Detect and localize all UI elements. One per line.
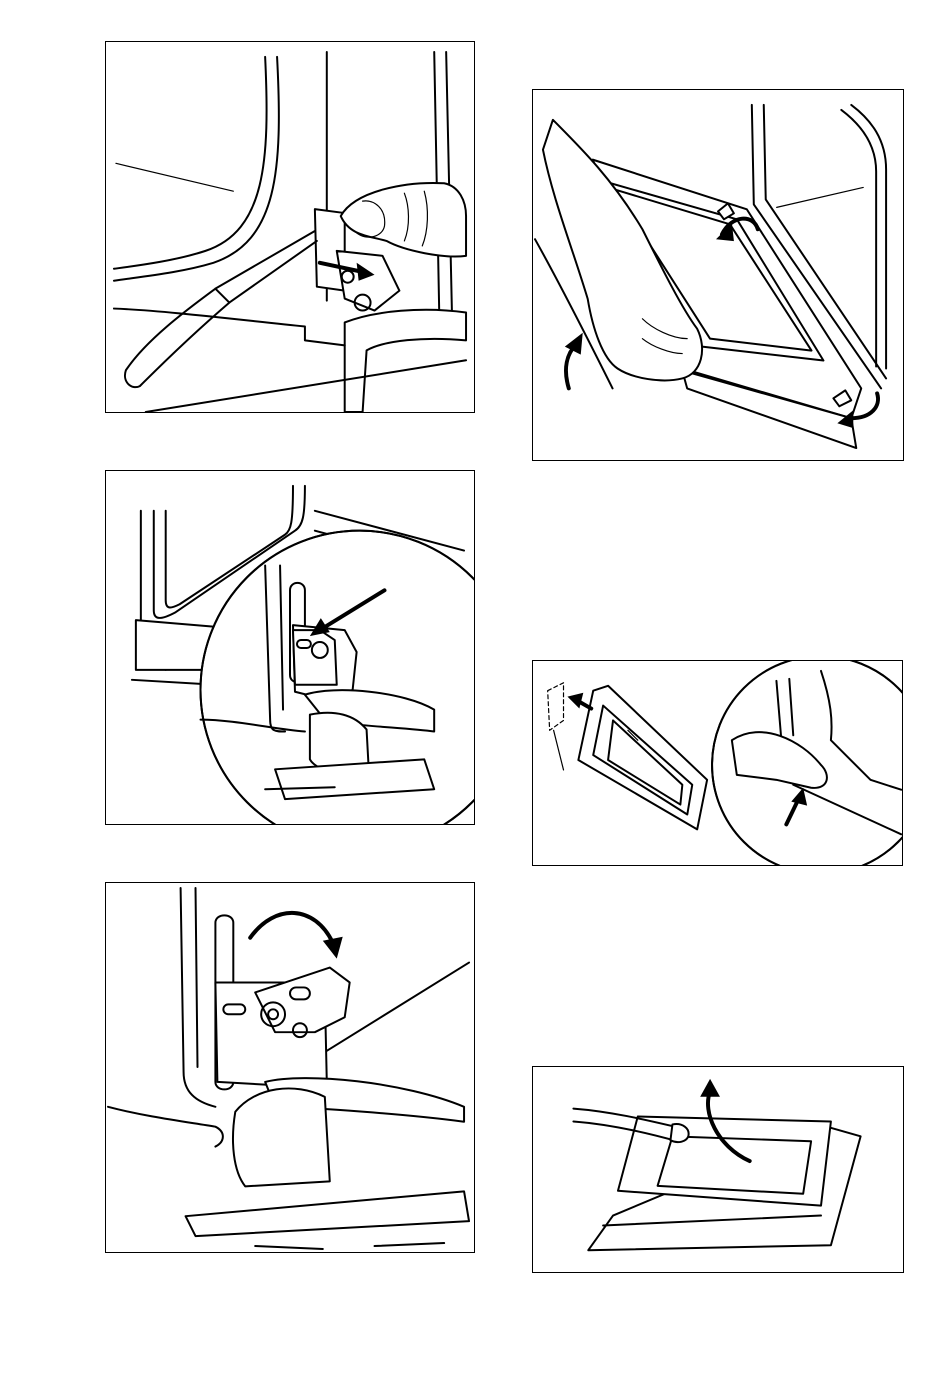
illustration-screwdriver-hinge [106,42,474,412]
illustration-hinge-rotated [106,883,474,1252]
illustration-hinge-detail [106,471,474,824]
illustration-glass-release [533,661,902,865]
illustration-door-removal [533,90,903,460]
figure-hinge-rotated [105,882,475,1253]
figure-door-removal [532,89,904,461]
illustration-glass-removed [533,1067,903,1272]
figure-screwdriver-hinge [105,41,475,413]
figure-glass-removed [532,1066,904,1273]
figure-glass-release [532,660,903,866]
figure-hinge-detail [105,470,475,825]
